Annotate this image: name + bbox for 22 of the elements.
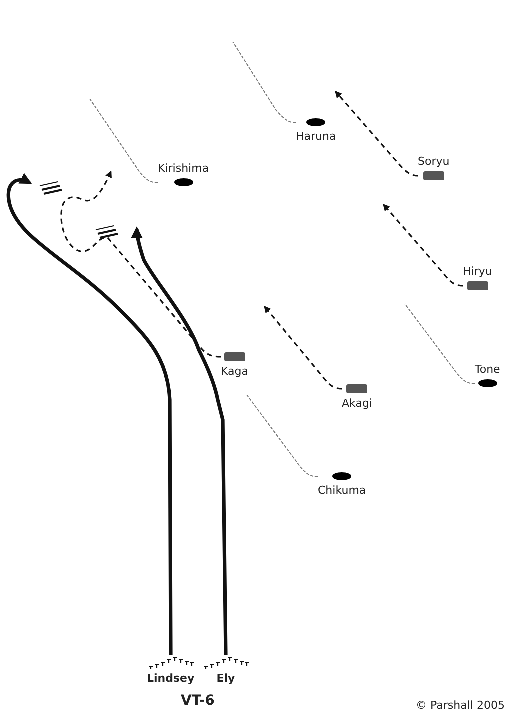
ship-name: Soryu [418,155,450,168]
ship-name: Chikuma [318,484,366,497]
wake-arrow [60,170,222,358]
wake-arrow [383,204,464,287]
squadron-label: VT-6 [181,693,215,709]
pilot-name: Ely [216,672,236,685]
wake-line [246,394,318,478]
ship-name: Haruna [296,130,336,143]
ship-name: Kaga [221,365,248,378]
pilot-name: Lindsey [147,672,195,685]
wake-line [404,304,476,384]
ship-name: Akagi [342,397,372,410]
ship-name: Hiryu [463,265,492,278]
ship-name: Kirishima [158,162,210,175]
wake-arrow [264,306,342,390]
ship-name: Tone [475,363,500,376]
wake-line [90,98,158,184]
flight-path-arrow [7,174,173,655]
copyright-note: © Parshall 2005 [416,699,505,712]
wake-line [232,42,296,124]
flight-path-arrow [131,226,228,656]
wake-arrow [335,90,418,177]
